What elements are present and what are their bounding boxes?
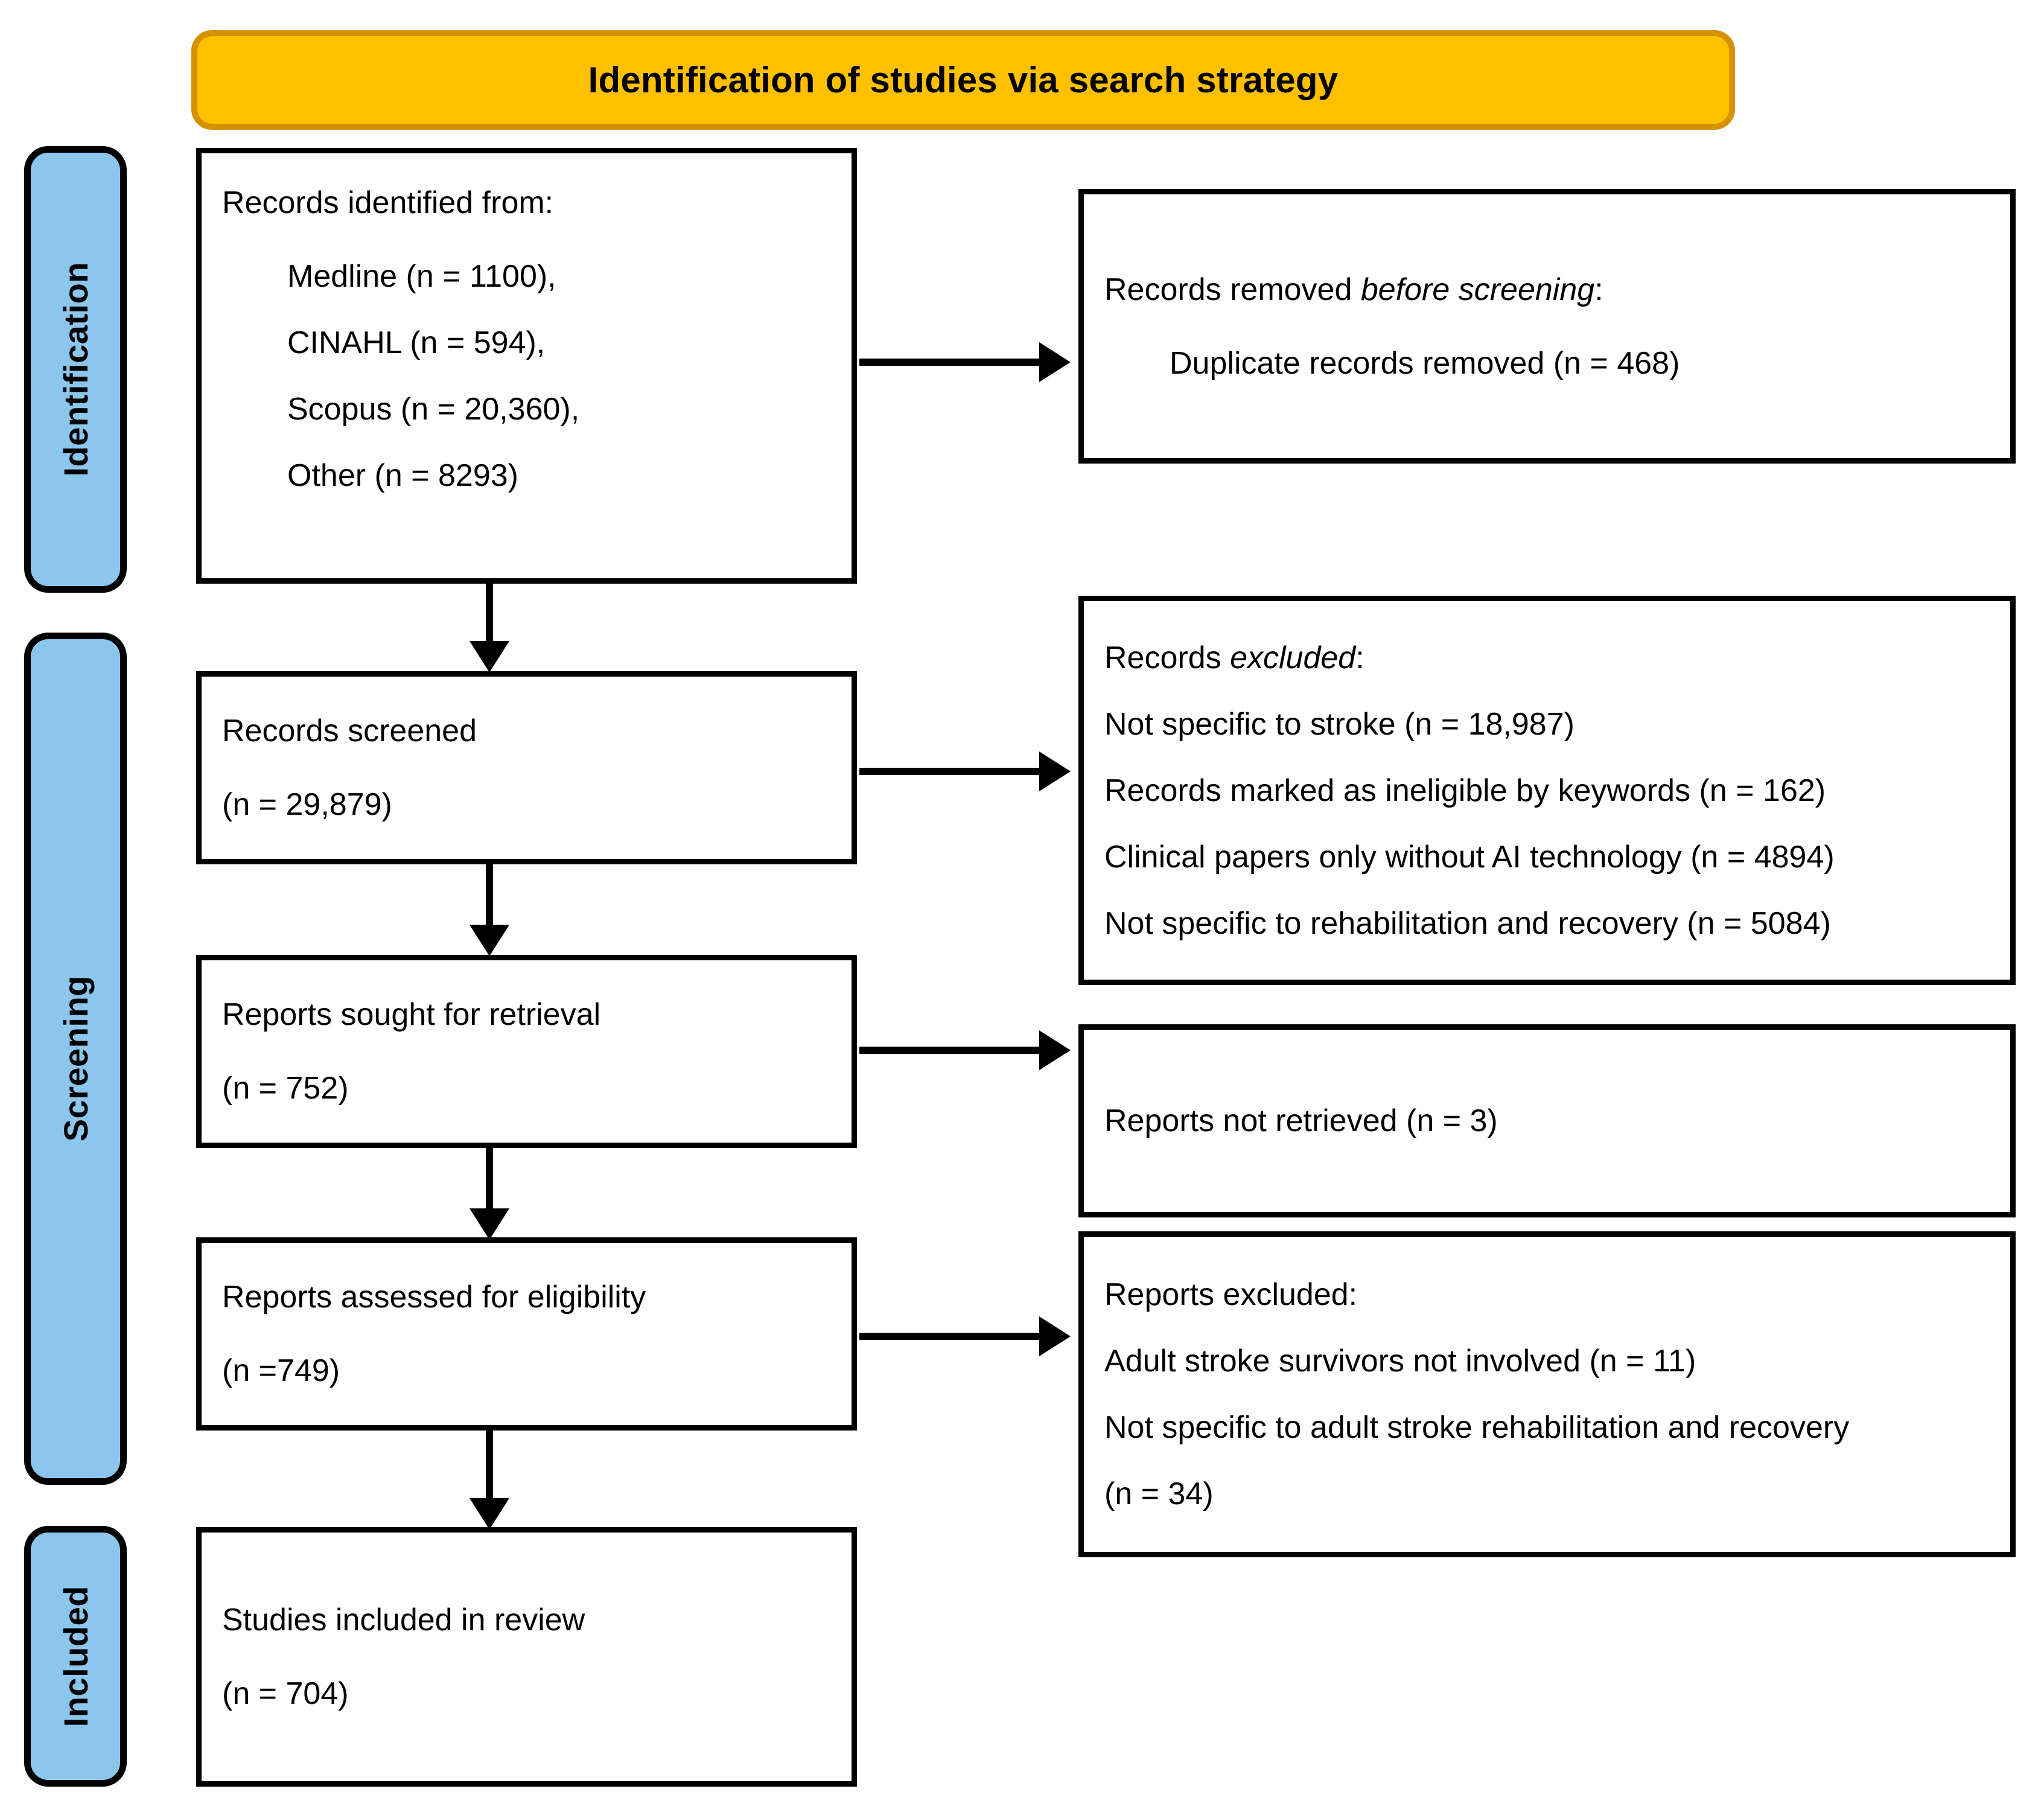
studies-included-count: (n = 704) [222, 1676, 349, 1711]
arrowhead-screened-to-excluded [1039, 751, 1071, 791]
records-identified-source-other: Other (n = 8293) [287, 458, 518, 493]
reports-sought-count: (n = 752) [222, 1071, 349, 1106]
records-removed-heading-italic: before screening [1360, 272, 1595, 307]
box-records-excluded: Records excluded: Not specific to stroke… [1078, 596, 2016, 985]
box-reports-sought: Reports sought for retrieval (n = 752) [196, 955, 857, 1148]
studies-included-title: Studies included in review [222, 1603, 585, 1638]
records-identified-source-medline: Medline (n = 1100), [287, 259, 556, 294]
stage-label-identification: Identification [56, 262, 95, 477]
stage-pill-screening: Screening [24, 633, 127, 1485]
box-studies-included: Studies included in review (n = 704) [196, 1527, 857, 1787]
records-excluded-heading: Records excluded: [1104, 642, 1990, 674]
stage-pill-included: Included [24, 1526, 127, 1787]
arrowhead-screened-to-sought [470, 925, 509, 956]
reports-excluded-heading: Reports excluded: [1104, 1277, 1358, 1312]
records-excluded-reason-1: Not specific to stroke (n = 18,987) [1104, 706, 1574, 742]
reports-assessed-title: Reports assessed for eligibility [222, 1280, 646, 1315]
connector-sought-to-not-retrieved [859, 1047, 1040, 1054]
reports-excluded-reason-3: (n = 34) [1104, 1476, 1214, 1511]
arrowhead-identified-to-screened [470, 641, 509, 672]
reports-assessed-count: (n =749) [222, 1353, 340, 1388]
records-identified-source-scopus: Scopus (n = 20,360), [287, 392, 580, 427]
arrowhead-sought-to-not-retrieved [1039, 1030, 1071, 1070]
identification-banner: Identification of studies via search str… [191, 30, 1735, 130]
records-removed-heading-plain: Records removed [1104, 272, 1361, 307]
reports-excluded-reason-2: Not specific to adult stroke rehabilitat… [1104, 1410, 1850, 1445]
connector-assessed-to-excluded [859, 1333, 1040, 1340]
records-removed-item-duplicates: Duplicate records removed (n = 468) [1170, 345, 1680, 381]
banner-title: Identification of studies via search str… [588, 60, 1339, 100]
connector-sought-to-assessed [486, 1146, 493, 1212]
records-screened-title: Records screened [222, 713, 477, 748]
connector-screened-to-sought [486, 862, 493, 928]
box-records-removed: Records removed before screening: Duplic… [1078, 189, 2016, 464]
records-excluded-reason-3: Clinical papers only without AI technolo… [1104, 839, 1835, 875]
connector-screened-to-excluded [859, 768, 1040, 775]
records-excluded-reason-4: Not specific to rehabilitation and recov… [1104, 905, 1831, 941]
records-screened-count: (n = 29,879) [222, 787, 392, 822]
arrowhead-assessed-to-included [470, 1498, 509, 1530]
records-excluded-heading-italic: excluded [1230, 640, 1356, 675]
stage-label-included: Included [56, 1585, 95, 1727]
reports-not-retrieved-text: Reports not retrieved (n = 3) [1104, 1103, 1498, 1138]
records-identified-source-cinahl: CINAHL (n = 594), [287, 325, 546, 360]
box-reports-excluded: Reports excluded: Adult stroke survivors… [1078, 1231, 2016, 1557]
records-removed-heading: Records removed before screening: [1104, 274, 1990, 305]
connector-identified-to-screened [486, 581, 493, 645]
box-records-screened: Records screened (n = 29,879) [196, 671, 857, 864]
records-excluded-heading-tail: : [1355, 640, 1364, 675]
reports-sought-title: Reports sought for retrieval [222, 997, 601, 1032]
reports-excluded-reason-1: Adult stroke survivors not involved (n =… [1104, 1344, 1696, 1379]
arrowhead-assessed-to-excluded [1039, 1316, 1071, 1356]
connector-assessed-to-included [486, 1428, 493, 1502]
stage-pill-identification: Identification [24, 146, 127, 593]
box-reports-not-retrieved: Reports not retrieved (n = 3) [1078, 1024, 2016, 1217]
box-reports-assessed: Reports assessed for eligibility (n =749… [196, 1237, 857, 1431]
records-excluded-heading-plain: Records [1104, 640, 1231, 675]
arrowhead-identified-to-removed [1039, 342, 1071, 382]
records-removed-heading-tail: : [1594, 272, 1603, 307]
box-records-identified: Records identified from: Medline (n = 11… [196, 148, 857, 584]
stage-label-screening: Screening [56, 975, 95, 1142]
arrowhead-sought-to-assessed [470, 1208, 509, 1240]
records-identified-heading: Records identified from: [222, 185, 554, 220]
connector-identified-to-removed [859, 359, 1040, 366]
records-excluded-reason-2: Records marked as ineligible by keywords… [1104, 773, 1826, 808]
